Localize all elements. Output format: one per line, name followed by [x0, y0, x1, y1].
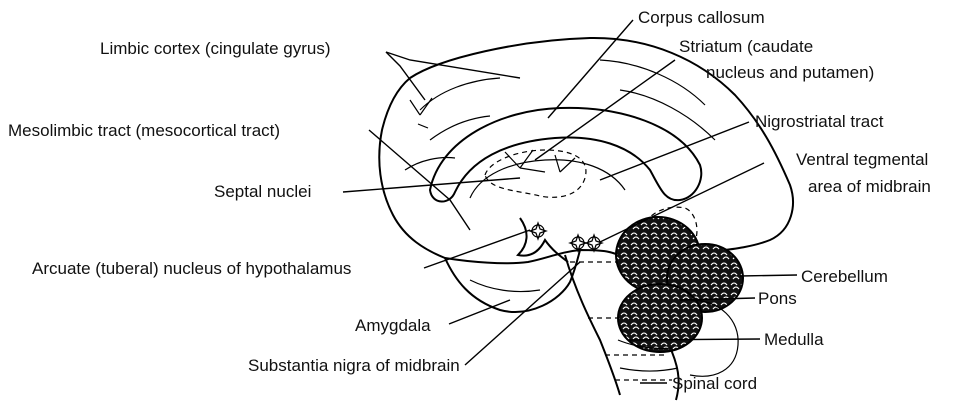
striatum-dashed-outline — [485, 150, 586, 197]
label-substantia-nigra: Substantia nigra of midbrain — [248, 356, 460, 375]
label-ventral-tegmental-line1: Ventral tegmental — [796, 150, 928, 169]
label-septal-nuclei: Septal nuclei — [214, 182, 311, 201]
cerebellum-shape — [616, 217, 743, 352]
label-arcuate-nucleus: Arcuate (tuberal) nucleus of hypothalamu… — [32, 259, 351, 278]
cortical-branches — [410, 98, 432, 128]
label-spinal-cord: Spinal cord — [672, 374, 757, 393]
corpus-callosum-shape — [430, 108, 701, 202]
label-medulla: Medulla — [764, 330, 824, 349]
label-nigrostriatal-tract: Nigrostriatal tract — [755, 112, 884, 131]
label-striatum-line1: Striatum (caudate — [679, 37, 813, 56]
label-ventral-tegmental-line2: area of midbrain — [808, 177, 931, 196]
label-limbic-cortex: Limbic cortex (cingulate gyrus) — [100, 39, 331, 58]
hypothalamus-shape — [518, 218, 568, 262]
label-amygdala: Amygdala — [355, 316, 431, 335]
brain-drawing — [379, 38, 793, 400]
label-pons: Pons — [758, 289, 797, 308]
label-corpus-callosum: Corpus callosum — [638, 8, 765, 27]
nigrostriatal-branches — [505, 150, 575, 172]
label-cerebellum: Cerebellum — [801, 267, 888, 286]
label-striatum-line2: nucleus and putamen) — [706, 63, 874, 82]
label-mesolimbic-tract: Mesolimbic tract (mesocortical tract) — [8, 121, 280, 140]
